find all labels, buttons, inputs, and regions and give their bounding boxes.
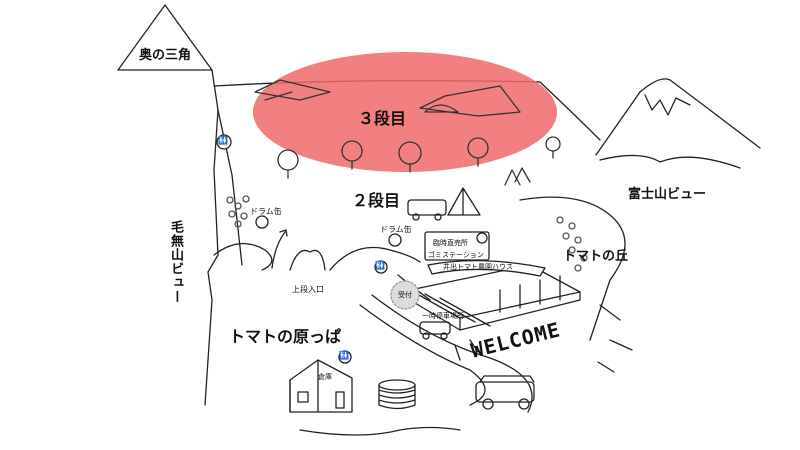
kenashi-view-label: 毛無山ビュー (168, 220, 183, 304)
left-inner-slope (217, 109, 243, 266)
drum-can-left-label: ドラム缶 (250, 207, 282, 216)
tarp-left (254, 79, 331, 101)
upper-entrance-label: 上段入口 (292, 285, 324, 294)
teepee-tent (447, 187, 481, 216)
tier2-lower-edge (213, 243, 273, 271)
peak-label: 奥の三角 (139, 48, 192, 63)
reception-area (390, 280, 420, 310)
toilet-glyph-center: 🚻 (375, 261, 385, 270)
car-welcome (475, 381, 535, 403)
fuji-ridge (599, 154, 741, 169)
tunnel-left (289, 249, 326, 271)
tier3-label: ３段目 (358, 109, 407, 128)
toilet-icon-left (216, 134, 232, 150)
tier2-label: ２段目 (352, 191, 401, 210)
drum-icon-left (255, 215, 269, 229)
tier3-trees (277, 136, 561, 179)
stones-right (556, 216, 588, 272)
toilet-glyph-bottom: 🚻 (339, 351, 349, 360)
shop-sign-label: 臨時直売所 (433, 239, 468, 247)
reception-label: 受付 (398, 291, 412, 299)
toilet-icon-center (374, 260, 388, 274)
drum-icon-center (388, 233, 402, 247)
tomato-hill-label: トマトの丘 (563, 249, 629, 264)
temp-parking-label: 一時停車場所 (422, 312, 464, 320)
storehouse-label: 倉庫 (318, 373, 332, 381)
tomato-field-label: トマトの原っぱ (229, 327, 342, 346)
car-tier2 (407, 199, 447, 216)
tier2-bank (329, 246, 421, 271)
tomato-hill-outline (519, 196, 626, 341)
car-parking (419, 321, 451, 335)
greenhouse-banner-label: 井出トマト農園ハウス (443, 263, 513, 271)
garbage-sign-label: ゴミステーション (428, 251, 484, 259)
tier3-highlight (253, 52, 557, 172)
road-edge-2 (371, 294, 533, 413)
fuji-view-label: 富士山ビュー (628, 187, 707, 202)
water-tank (378, 379, 416, 410)
mount-fuji (595, 78, 761, 156)
stones-left (226, 195, 250, 228)
tarp-right (419, 85, 521, 117)
toilet-glyph-left: 🚻 (218, 136, 228, 145)
drum-can-center-label: ドラム缶 (380, 225, 412, 234)
toilet-icon-bottom (338, 350, 352, 364)
road-edge-1 (359, 304, 486, 406)
bottom-edge (299, 426, 461, 436)
entrance-arrow (271, 229, 288, 269)
fuji-snowcap (644, 94, 691, 116)
greenhouse-ribbon (427, 260, 546, 277)
tent-dome (424, 104, 459, 113)
trees-right (504, 167, 531, 186)
left-slope (204, 69, 219, 406)
storehouse-building (289, 359, 353, 413)
shop-board (424, 231, 490, 261)
peak-triangle (117, 4, 213, 71)
welcome-burst (454, 304, 633, 373)
